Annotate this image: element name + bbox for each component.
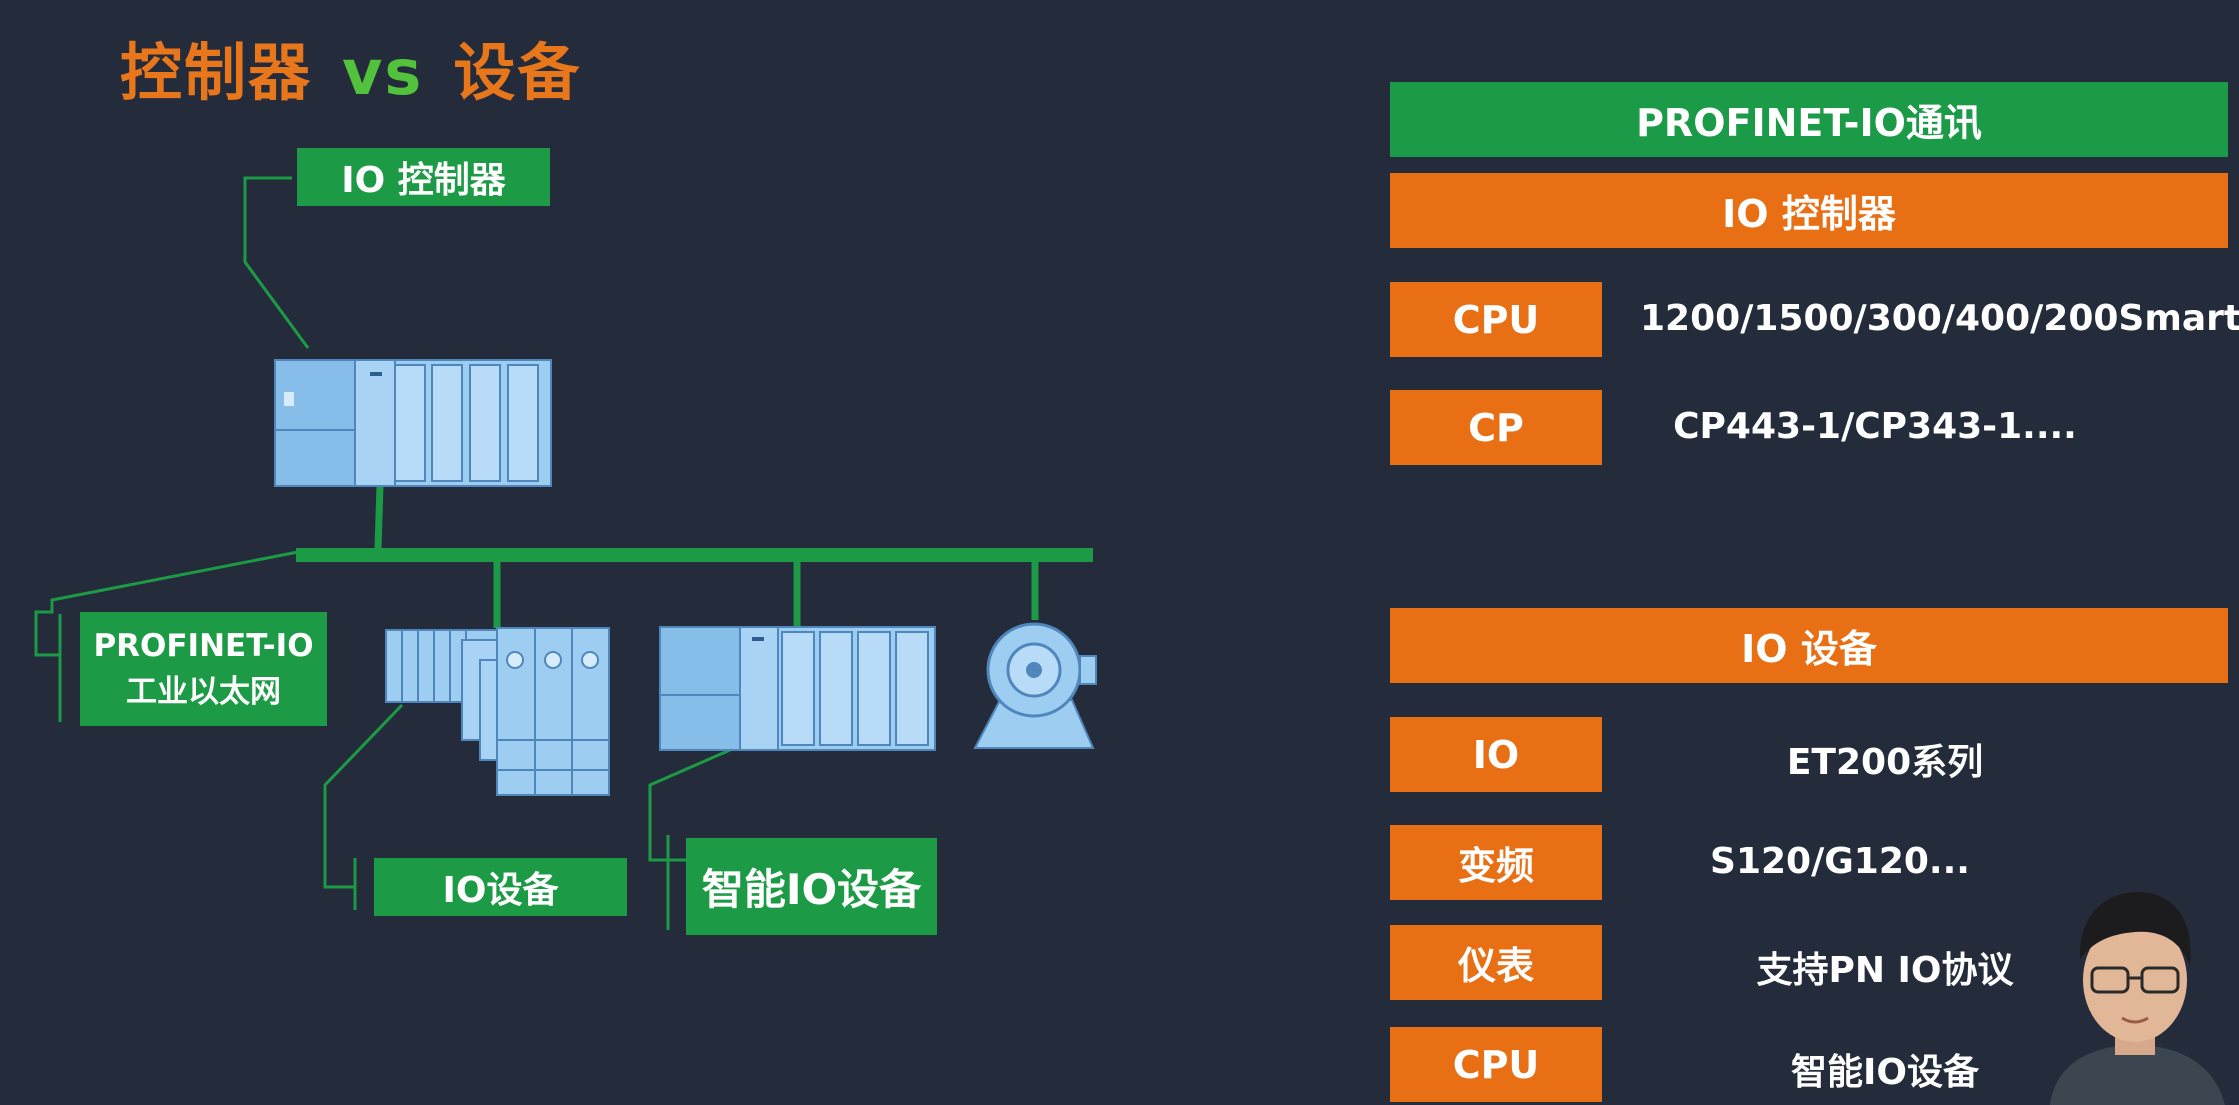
device-type-cpu: CPU [1390, 1027, 1602, 1102]
profinet-label-line2: 工业以太网 [126, 674, 281, 710]
controller-value-cp: CP443-1/CP343-1.... [1673, 406, 2077, 447]
io-device-label: IO设备 [374, 858, 627, 916]
device-type-vfd: 变频 [1390, 825, 1602, 900]
motor-icon [973, 622, 1097, 749]
plc-controller-icon [274, 359, 552, 487]
et200-io-device-icon [385, 627, 610, 796]
io-controller-section-bar: IO 控制器 [1390, 173, 2228, 248]
io-device-section-bar: IO 设备 [1390, 608, 2228, 683]
device-type-instrument: 仪表 [1390, 925, 1602, 1000]
title-vs: vs [342, 36, 424, 109]
profinet-label-line1: PROFINET-IO [93, 628, 314, 664]
controller-type-cp: CP [1390, 390, 1602, 465]
io-controller-label: IO 控制器 [297, 148, 550, 206]
io-device-callout-line [323, 703, 404, 889]
title-device: 设备 [453, 36, 582, 109]
profinet-header-bar: PROFINET-IO通讯 [1390, 82, 2228, 157]
smart-cpu-device-icon [659, 626, 936, 751]
profinet-callout-line [34, 550, 299, 657]
controller-type-cpu: CPU [1390, 282, 1602, 357]
device-value-io: ET200系列 [1786, 742, 1984, 783]
slide-title: 控制器 vs 设备 [120, 22, 581, 112]
ethernet-bus [296, 485, 1093, 628]
smart-io-device-label: 智能IO设备 [686, 838, 937, 935]
controller-callout-line [243, 176, 310, 349]
title-controller: 控制器 [120, 36, 313, 109]
callout-lines [34, 176, 731, 930]
device-value-cpu: 智能IO设备 [1791, 1052, 1979, 1093]
controller-value-cpu: 1200/1500/300/400/200Smart [1640, 298, 2239, 339]
presenter-avatar [2050, 892, 2225, 1105]
profinet-label: PROFINET-IO 工业以太网 [80, 612, 327, 726]
device-type-io: IO [1390, 717, 1602, 792]
presenter-video-overlay [2030, 880, 2239, 1105]
device-value-instrument: 支持PN IO协议 [1756, 950, 2014, 991]
device-value-vfd: S120/G120... [1710, 841, 1970, 882]
